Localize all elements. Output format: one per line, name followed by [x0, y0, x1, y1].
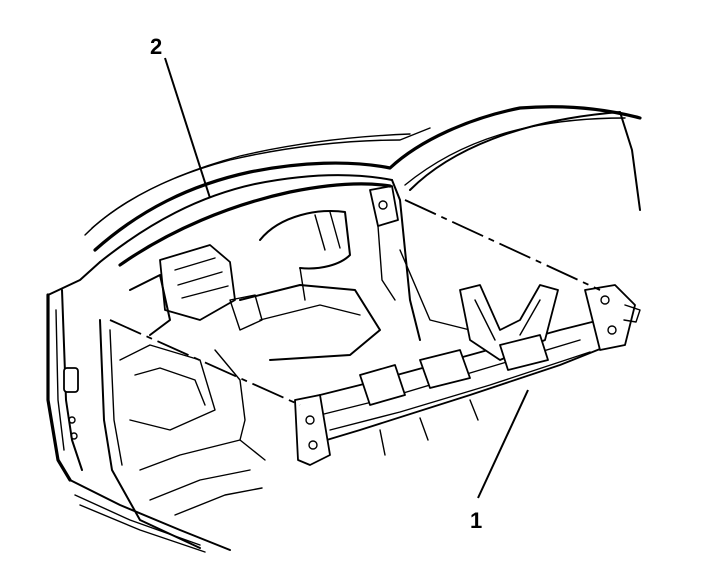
rear-seat-seam	[259, 304, 361, 321]
rear-seat-cushion	[239, 284, 381, 361]
cowl-seal-strip	[118, 182, 392, 267]
rocker-sill-lower	[74, 494, 201, 546]
right-pillar-trim	[377, 225, 396, 301]
callout-label-2: 2	[150, 34, 162, 59]
leader-1	[477, 389, 529, 499]
right-pillar-bolt	[378, 200, 388, 210]
alignment-lines	[109, 199, 601, 406]
carrier-left-bolt-2	[308, 440, 318, 450]
carrier-beam-detail-2	[329, 351, 591, 431]
seat-headrest	[314, 211, 341, 251]
left-latch	[63, 367, 79, 393]
seat-side	[299, 267, 306, 301]
carrier-module-mid	[419, 349, 471, 389]
carrier-right-bolt-2	[607, 325, 617, 335]
alignment-line-left	[109, 319, 301, 406]
carrier-right-bolt-1	[600, 295, 610, 305]
kick-panel-inner	[134, 367, 206, 406]
right-pillar	[391, 179, 421, 341]
steering-bracket	[159, 244, 236, 321]
left-bolt-2	[70, 432, 78, 440]
carrier-right-bracket	[584, 284, 636, 351]
callout-label-1: 1	[470, 508, 482, 533]
floor-pan-ridge-2	[174, 487, 263, 516]
right-door-frame	[409, 111, 641, 211]
carrier-right-tab	[623, 304, 641, 323]
callout-leaders	[164, 57, 529, 499]
right-pillar-bracket	[369, 185, 399, 227]
left-hinge-pillar-inner	[109, 329, 123, 466]
right-door-frame-inner	[404, 117, 626, 186]
door-seal-left	[55, 309, 65, 451]
rocker-sill-edge	[79, 504, 206, 553]
floor-pan-ridge	[149, 469, 251, 501]
left-pillar-top	[47, 261, 101, 296]
carrier-left-bolt-1	[305, 415, 315, 425]
steering-bracket-detail	[174, 257, 229, 299]
roof-header-inner	[99, 174, 393, 263]
alignment-line-right	[404, 199, 601, 291]
kick-panel	[119, 344, 216, 431]
roof-header	[93, 105, 642, 252]
carrier-module-right	[499, 334, 549, 371]
carrier-center-detail	[474, 299, 541, 341]
steering-column-mount	[129, 274, 171, 336]
instrument-panel-carrier	[294, 284, 641, 466]
left-bolt-1	[68, 416, 76, 424]
left-hinge-pillar	[99, 319, 201, 549]
vehicle-body	[46, 105, 642, 553]
right-door-lower	[399, 249, 471, 331]
rear-seat-back	[259, 209, 351, 270]
carrier-lower-legs	[379, 399, 479, 456]
cowl-seal	[118, 182, 392, 267]
carrier-left-bracket	[294, 394, 331, 466]
floor-tunnel	[214, 349, 246, 441]
leader-2	[164, 57, 211, 199]
left-a-pillar	[46, 293, 72, 482]
rocker-sill	[69, 479, 231, 551]
roof-rail-top	[91, 133, 411, 229]
carrier-module-left	[359, 364, 406, 406]
floor-pan	[139, 439, 266, 471]
pedal-box	[229, 294, 263, 331]
